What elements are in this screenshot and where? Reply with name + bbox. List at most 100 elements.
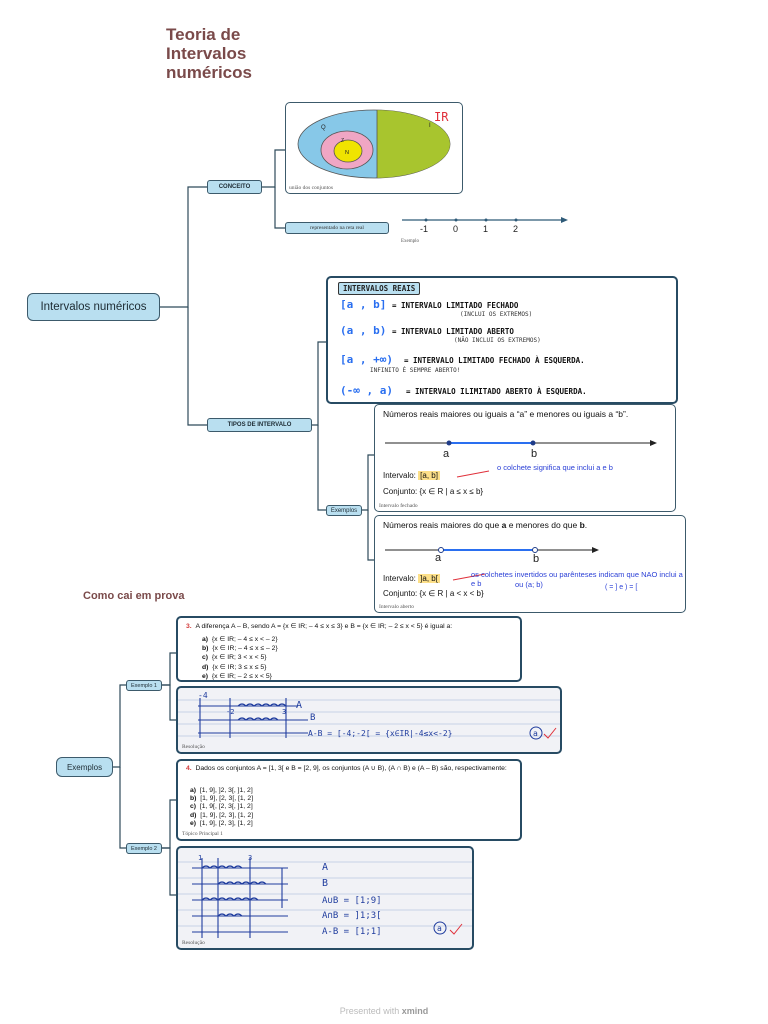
exemplo2-res-caption: Resolução <box>182 940 205 946</box>
topic-tipos-intervalo[interactable]: TIPOS DE INTERVALO <box>207 418 312 432</box>
venn-card[interactable]: Q I Z N IR união dos conjuntos <box>285 102 463 194</box>
red-arrow-stroke <box>452 573 486 581</box>
hw-a: A <box>322 862 328 873</box>
note-closed: (INCLUI OS EXTREMOS) <box>460 311 533 318</box>
exemplo2-options: a) [1, 9], ]2, 3[, ]1, 2] b) [1, 9], [2,… <box>190 787 253 828</box>
handwritten-resolution: 1 3 A B A∪B = [1;9] A∩B = ]1;3[ A-B = [1… <box>178 854 472 938</box>
tick-label: 2 <box>513 224 518 234</box>
fechado-caption: Intervalo fechado <box>379 503 418 509</box>
venn-diagram: Q I Z N IR <box>297 109 451 179</box>
hw-three: 3 <box>282 708 286 716</box>
fechado-interval-row: Intervalo: [a, b] <box>383 471 440 480</box>
hw-equation: A-B = [-4;-2[ = {x∈IR|-4≤x<-2} <box>308 729 453 738</box>
option-item[interactable]: d) {x ∈ IR; 3 ≤ x ≤ 5} <box>202 663 267 671</box>
hw-b: B <box>310 713 315 723</box>
aberto-note-equiv: ( = ] e ) = [ <box>605 584 638 591</box>
line-example-label: Exemplo <box>401 239 420 244</box>
number-line: -1 0 1 2 Exemplo <box>401 217 568 244</box>
tick-label: -1 <box>420 224 428 234</box>
topic-reta-real[interactable]: representado na reta real <box>285 222 389 234</box>
hw-one: 1 <box>198 854 202 862</box>
venn-q-label: Q <box>321 125 326 131</box>
topic-exemplo-2[interactable]: Exemplo 2 <box>126 843 162 854</box>
aberto-caption: Intervalo aberto <box>379 604 414 610</box>
hw-answer: a <box>533 729 538 738</box>
fechado-text: Números reais maiores ou iguais a “a” e … <box>383 409 629 419</box>
card-title: INTERVALOS REAIS <box>338 282 421 295</box>
intervalo-fechado-card[interactable]: Números reais maiores ou iguais a “a” e … <box>374 404 676 512</box>
exemplo1-res-caption: Resolução <box>182 744 205 750</box>
exemplo2-caption: Tópico Principal 1 <box>182 831 223 837</box>
hw-union: A∪B = [1;9] <box>322 896 382 906</box>
hw-intersection: A∩B = ]1;3[ <box>322 911 382 921</box>
hw-three: 3 <box>248 854 252 862</box>
exemplo1-question: 3. A diferença A – B, sendo A = {x ∈ IR;… <box>186 623 453 630</box>
note-infinity: INFINITO É SEMPRE ABERTO! <box>370 367 461 374</box>
note-open: (NÃO INCLUI OS EXTREMOS) <box>454 337 541 344</box>
venn-z-label: Z <box>341 138 344 144</box>
aberto-interval-value: ]a, b[ <box>418 574 440 583</box>
fechado-set: Conjunto: {x ∈ R | a ≤ x ≤ b} <box>383 487 484 496</box>
option-item[interactable]: d) [1, 9], [2, 3], [1, 2] <box>190 811 254 819</box>
desc-closed: = INTERVALO LIMITADO FECHADO <box>392 301 519 310</box>
root-topic-intervalos[interactable]: Intervalos numéricos <box>27 293 160 321</box>
option-item[interactable]: b) {x ∈ IR; – 4 ≤ x ≤ – 2} <box>202 645 278 653</box>
topic-exemplos-intervalos[interactable]: Exemplos <box>326 505 362 516</box>
topic-conceito[interactable]: CONCEITO <box>207 180 262 194</box>
topic-exemplos-prova[interactable]: Exemplos <box>56 757 113 777</box>
exemplo1-options: a) {x ∈ IR; – 4 ≤ x < – 2} b) {x ∈ IR; –… <box>202 635 278 680</box>
option-item[interactable]: b) [1, 9], [2, 3[, [1, 2] <box>190 795 254 803</box>
exemplo1-question-card[interactable]: 3. A diferença A – B, sendo A = {x ∈ IR;… <box>176 616 522 682</box>
aberto-note-alt: ou (a; b) <box>515 580 543 589</box>
exemplo2-question-card[interactable]: 4. Dados os conjuntos A = [1, 3[ e B = [… <box>176 759 522 841</box>
intervalo-aberto-card[interactable]: Números reais maiores do que a e menores… <box>374 515 686 613</box>
fechado-note: o colchete significa que inclui a e b <box>497 463 613 472</box>
desc-left-open: = INTERVALO ILIMITADO ABERTO À ESQUERDA. <box>406 387 587 396</box>
aberto-note: os colchetes invertidos ou parênteses in… <box>471 570 683 588</box>
aberto-line: a b <box>385 547 599 565</box>
exemplo2-question: 4. Dados os conjuntos A = [1, 3[ e B = [… <box>186 765 507 772</box>
option-item[interactable]: e) [1, 9], [2, 3], [1, 2] <box>190 819 253 827</box>
desc-left-closed: = INTERVALO LIMITADO FECHADO À ESQUERDA. <box>404 356 585 365</box>
natural-region <box>333 139 363 163</box>
point-b-label: b <box>531 448 537 460</box>
symbol-left-closed: [a , +∞) <box>340 353 393 366</box>
option-item[interactable]: a) {x ∈ IR; – 4 ≤ x < – 2} <box>202 636 278 643</box>
page-title: Teoria de Intervalos numéricos <box>166 25 252 82</box>
option-item[interactable]: a) [1, 9], ]2, 3[, ]1, 2] <box>190 787 253 794</box>
section-title-prova: Como cai em prova <box>83 590 185 602</box>
symbol-left-open: (-∞ , a) <box>340 384 393 397</box>
symbol-open: (a , b) <box>340 324 387 337</box>
option-item[interactable]: c) [1, 9[, [2, 3[, ]1, 2] <box>190 803 253 811</box>
desc-open: = INTERVALO LIMITADO ABERTO <box>392 327 514 336</box>
tick-label: 1 <box>483 224 488 234</box>
hw-b: B <box>322 878 328 889</box>
option-item[interactable]: c) {x ∈ IR; 3 < x < 5} <box>202 654 267 662</box>
venn-ir-label: IR <box>434 110 449 124</box>
aberto-interval-row: Intervalo: ]a, b[ <box>383 574 440 583</box>
hw-answer: a <box>437 924 442 933</box>
exemplo2-resolution-card[interactable]: 1 3 A B A∪B = [1;9] A∩B = ]1;3[ A-B = [1… <box>176 846 474 950</box>
aberto-set: Conjunto: {x ∈ R | a < x < b} <box>383 589 484 598</box>
hw-minus4: -4 <box>198 691 208 700</box>
point-a-label: a <box>443 448 450 460</box>
hw-a: A <box>296 700 302 711</box>
hw-difference: A-B = [1;1] <box>322 927 382 937</box>
intervalos-reais-card[interactable]: INTERVALOS REAIS [a , b] = INTERVALO LIM… <box>326 276 678 404</box>
fechado-line: a b <box>385 440 657 460</box>
point-a-label: a <box>435 552 442 564</box>
hw-minus2: -2 <box>226 708 234 716</box>
symbol-closed: [a , b] <box>340 298 387 311</box>
topic-exemplo-1[interactable]: Exemplo 1 <box>126 680 162 691</box>
option-item[interactable]: e) {x ∈ IR; – 2 ≤ x < 5} <box>202 672 272 680</box>
fechado-interval-value: [a, b] <box>418 471 440 480</box>
exemplo1-resolution-card[interactable]: -4 -2 3 A B A-B = [-4;-2[ = {x∈IR|-4≤x<-… <box>176 686 562 754</box>
point-b-label: b <box>533 553 539 565</box>
tick-label: 0 <box>453 224 458 234</box>
aberto-text: Números reais maiores do que a e menores… <box>383 520 588 530</box>
venn-caption: união dos conjuntos <box>289 185 333 191</box>
footer-brand: Presented with xmind <box>339 1006 429 1016</box>
venn-i-label: I <box>429 123 431 129</box>
red-arrow-stroke <box>456 470 490 478</box>
